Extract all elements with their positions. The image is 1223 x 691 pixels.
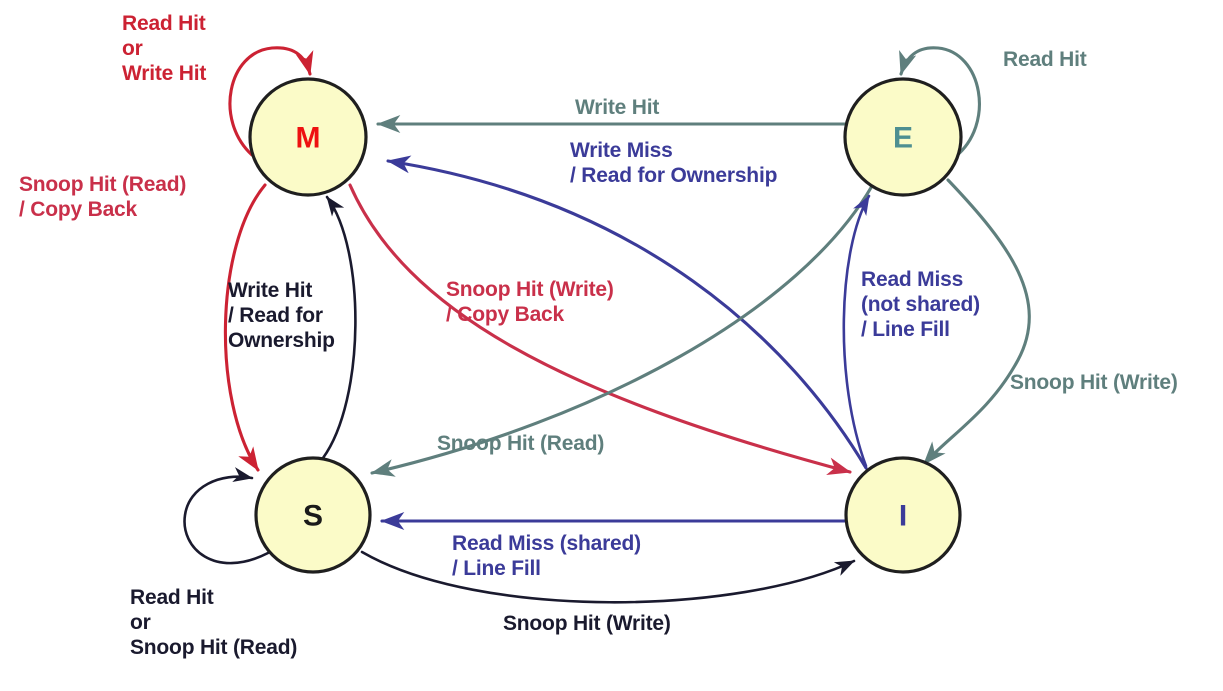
edge-label-s-to-i: Snoop Hit (Write): [503, 612, 671, 635]
edge-s-to-i: [360, 550, 856, 604]
edge-label-i-to-s: Read Miss (shared) / Line Fill: [452, 532, 641, 580]
edge-label-e-self-loop: Read Hit: [1003, 48, 1087, 71]
edge-e-to-s: [370, 184, 874, 477]
edge-e-self-loop: [899, 46, 981, 159]
node-i-label: I: [899, 500, 907, 533]
node-m[interactable]: M: [248, 77, 368, 197]
node-e-circle[interactable]: [843, 77, 963, 197]
node-m-circle[interactable]: [248, 77, 368, 197]
edge-label-m-to-i: Snoop Hit (Write) / Copy Back: [446, 278, 614, 326]
edge-label-i-to-e: Read Miss (not shared) / Line Fill: [861, 268, 980, 341]
edge-e-to-i: [922, 178, 1031, 466]
edge-label-s-to-m: Write Hit / Read for Ownership: [228, 279, 335, 352]
edge-label-m-to-s: Snoop Hit (Read) / Copy Back: [19, 173, 187, 221]
edge-s-self-loop: [183, 467, 270, 565]
node-s-label: S: [303, 500, 323, 533]
edge-label-i-to-m: Write Miss / Read for Ownership: [570, 139, 778, 187]
edge-m-self-loop: [228, 46, 314, 157]
edge-label-e-to-m: Write Hit: [575, 96, 660, 119]
edge-i-to-m: [386, 155, 868, 470]
node-s[interactable]: S: [254, 456, 372, 574]
edge-s-to-m: [321, 195, 357, 460]
node-i[interactable]: I: [844, 456, 962, 574]
edge-label-e-to-s: Snoop Hit (Read): [437, 432, 605, 455]
edge-i-to-e: [842, 194, 871, 468]
edge-m-to-i: [348, 183, 852, 475]
node-s-circle[interactable]: [254, 456, 372, 574]
node-m-label: M: [296, 122, 321, 155]
node-i-circle[interactable]: [844, 456, 962, 574]
node-e-label: E: [893, 122, 913, 155]
edge-label-e-to-i: Snoop Hit (Write): [1010, 371, 1178, 394]
node-e[interactable]: E: [843, 77, 963, 197]
edge-label-m-self-loop: Read Hit or Write Hit: [122, 12, 207, 85]
edge-label-s-self-loop: Read Hit or Snoop Hit (Read): [130, 586, 298, 659]
edge-m-to-s: [223, 183, 267, 472]
